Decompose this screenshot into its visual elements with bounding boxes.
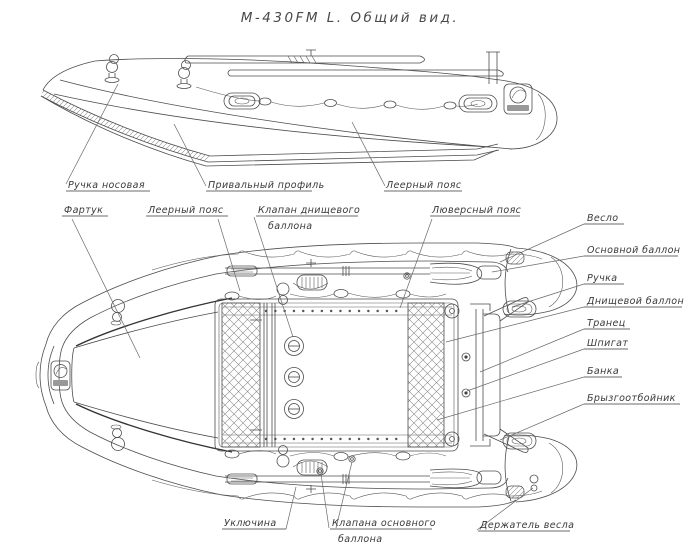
- rub-rail-hatch: [41, 90, 210, 162]
- plan-view: Фартук Леерный пояс Клапан днищевого бал…: [35, 205, 684, 545]
- cone-handle-bottom: [502, 432, 537, 450]
- plan-labels-top: Фартук Леерный пояс Клапан днищевого бал…: [62, 205, 522, 232]
- label-floor-tube: Днищевой баллон: [586, 296, 684, 307]
- bow-logo-patch: [50, 360, 71, 391]
- label-spray-guard: Брызгоотбойник: [587, 393, 676, 404]
- label-grommet-belt: Люверсный пояс: [431, 205, 522, 216]
- bow-handle-fittings: [104, 54, 192, 89]
- label-oar-holder: Держатель весла: [479, 520, 574, 531]
- plan-labels-bottom: Уключина Клапана основного баллона Держа…: [222, 518, 574, 545]
- label-floor-valve-line1: Клапан днищевого: [258, 205, 360, 216]
- label-main-valves-line2: баллона: [338, 534, 382, 545]
- plan-leader-lines: [71, 216, 585, 531]
- side-view-callouts: Ручка носовая Привальный профиль Леерный…: [65, 83, 462, 192]
- bench-rails: [263, 303, 276, 447]
- plan-labels-right: Весло Основной баллон Ручка Днищевой бал…: [584, 213, 684, 405]
- oar-holder-clip: [529, 474, 539, 492]
- label-main-tube: Основной баллон: [587, 245, 680, 256]
- label-bow-handle: Ручка носовая: [68, 180, 145, 191]
- transom: [475, 309, 484, 441]
- side-view: Ручка носовая Привальный профиль Леерный…: [40, 49, 558, 192]
- plan-grab-rope: [224, 289, 447, 461]
- oarlock-top: [292, 259, 329, 291]
- brand-logo-patch: [503, 83, 533, 115]
- cone-handle-top: [502, 300, 537, 318]
- label-oar: Весло: [587, 213, 618, 224]
- rope-ring-fittings: [110, 282, 290, 468]
- bow-apron: [71, 297, 233, 453]
- seat-bench-left: [221, 302, 261, 448]
- side-handle-patch: [223, 92, 498, 113]
- plan-outer-rope: [151, 250, 543, 500]
- stern-assembly: [461, 297, 529, 453]
- label-transom: Транец: [587, 318, 626, 329]
- cockpit: [214, 298, 460, 452]
- stowed-oar-side: [184, 49, 504, 84]
- side-hull: [40, 58, 558, 167]
- oar-top: [225, 259, 502, 291]
- oar-bottom: [225, 455, 539, 493]
- label-apron: Фартук: [64, 205, 103, 216]
- label-rub-rail: Привальный профиль: [208, 180, 325, 191]
- label-handle: Ручка: [587, 273, 618, 284]
- side-grab-rope: [195, 86, 479, 110]
- label-grab-rope-side: Леерный пояс: [385, 180, 462, 191]
- label-oarlock: Уключина: [224, 518, 277, 529]
- label-grab-rope-plan: Леерный пояс: [147, 205, 224, 216]
- oarlock-bottom: [292, 459, 329, 493]
- page-title: М-430FM L. Общий вид.: [241, 10, 459, 26]
- stern-cones: [502, 247, 578, 503]
- label-floor-valve-line2: баллона: [268, 221, 312, 232]
- label-scupper: Шпигат: [587, 338, 628, 349]
- plan-hull-outline: [35, 242, 517, 508]
- label-main-valves-line1: Клапана основного: [332, 518, 436, 529]
- seat-bench-right: [407, 302, 445, 448]
- spray-guard-bottom: [483, 428, 529, 453]
- label-seat: Банка: [587, 366, 619, 377]
- floor-valves: [284, 336, 304, 419]
- scuppers: [461, 352, 471, 398]
